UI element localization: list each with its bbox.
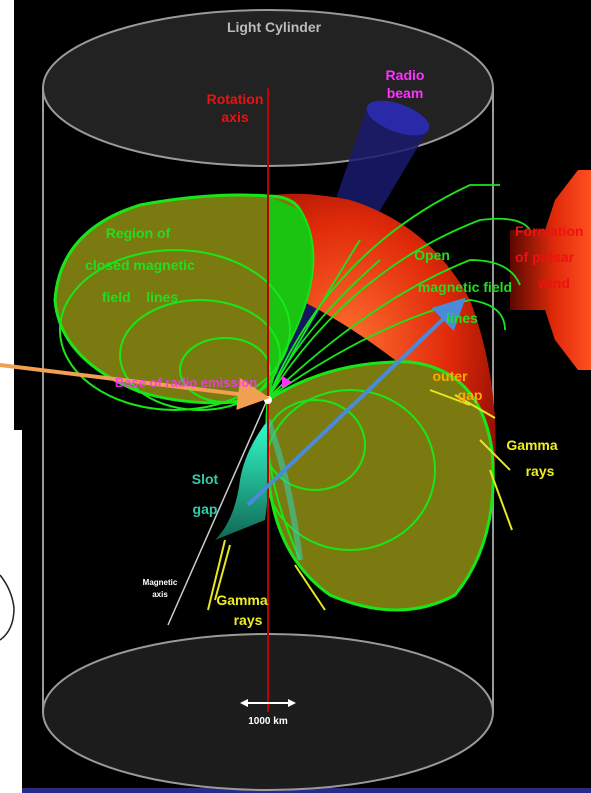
- open-line-1: [267, 184, 500, 399]
- gamma-ray-line-3: [479, 439, 511, 471]
- magnetic-axis-label-line1: Magnetic: [143, 578, 178, 587]
- gamma-ray-line-4: [489, 469, 513, 531]
- closed-region-label-line3: field lines: [102, 289, 178, 305]
- radio-beam-label-line1: Radio: [386, 67, 425, 83]
- gamma-rays-right-label-line2: rays: [526, 463, 555, 479]
- outer-gap-label-line2: gap: [458, 387, 483, 403]
- formation-label-line1: Formation: [515, 223, 583, 239]
- slot-gap-right-edge: [265, 418, 303, 561]
- open-lines-label-line2: magnetic field: [418, 279, 512, 295]
- neutron-star: [264, 396, 272, 404]
- gamma-rays-bottom-group: [207, 539, 326, 611]
- scale-bar-left-head: [240, 699, 248, 707]
- magnetic-axis-label-line2: axis: [152, 590, 168, 599]
- gamma-rays-right-label-line1: Gamma: [506, 437, 558, 453]
- gamma-rays-bottom-label-line2: rays: [234, 612, 263, 628]
- rotation-axis-label-line1: Rotation: [207, 91, 264, 107]
- polar-cap-marker: [282, 376, 292, 388]
- polar-cap-label: Base of radio emission: [115, 375, 257, 390]
- pointer-arrow: [0, 363, 270, 410]
- upper-closed-lobe: [53, 193, 315, 411]
- light-cylinder-label: Light Cylinder: [227, 19, 322, 35]
- slot-gap-label-line2: gap: [193, 501, 218, 517]
- formation-label-line3: wind: [537, 275, 570, 291]
- gamma-ray-line-6: [214, 544, 231, 601]
- wind-arrow: [510, 170, 591, 370]
- open-lines-label-line3: lines: [446, 310, 478, 326]
- open-lines-label-line1: Open: [414, 247, 450, 263]
- open-line-6: [267, 239, 361, 399]
- scale-bar-right-head: [288, 699, 296, 707]
- radio-beam-cap: [366, 100, 430, 136]
- open-field-lines: [267, 184, 531, 399]
- magnetic-axis-arrow: [246, 297, 466, 507]
- magnetic-axis-line: [167, 397, 269, 626]
- lower-field-loop-3: [265, 399, 301, 561]
- rotation-axis-label-line2: axis: [221, 109, 248, 125]
- open-line-3: [267, 259, 521, 399]
- formation-label-line2: of pulsar: [515, 249, 575, 265]
- scale-bar: [240, 699, 296, 707]
- bottom-strip: [22, 788, 591, 793]
- gamma-rays-right-group: [429, 389, 513, 531]
- slot-gap-label-line1: Slot: [192, 471, 219, 487]
- gamma-ray-line-2: [454, 394, 496, 419]
- gamma-ray-line-1: [429, 389, 471, 406]
- gamma-ray-line-7: [294, 564, 326, 611]
- outer-gap-label-line1: outer: [433, 368, 469, 384]
- gamma-ray-line-5: [207, 539, 226, 611]
- scale-bar-label: 1000 km: [248, 716, 288, 727]
- gamma-rays-bottom-label-line1: Gamma: [216, 592, 268, 608]
- closed-region-label-line2: closed magnetic: [85, 257, 195, 273]
- closed-region-label-line1: Region of: [106, 225, 171, 241]
- open-line-2: [267, 217, 531, 399]
- slot-gap-region: [215, 420, 270, 540]
- cut-off-shape: [0, 574, 15, 641]
- upper-field-loop-3: [59, 249, 291, 411]
- radio-beam-label-line2: beam: [387, 85, 424, 101]
- upper-field-loop-2: [119, 299, 281, 411]
